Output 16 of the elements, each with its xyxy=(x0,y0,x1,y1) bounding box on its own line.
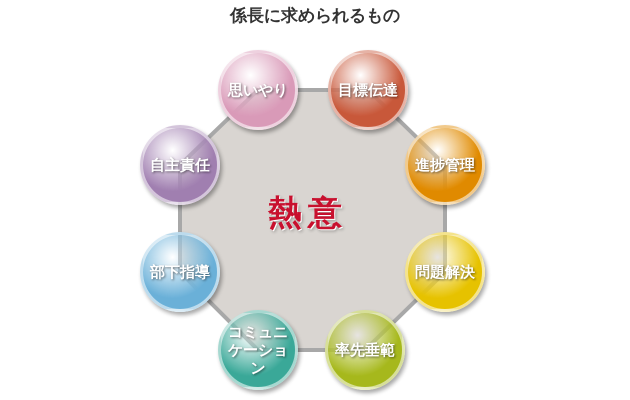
center-label: 熱意 xyxy=(268,192,348,235)
node-label: 思いやり xyxy=(226,81,289,99)
circle-node xyxy=(218,310,298,390)
node-label: 進捗管理 xyxy=(414,156,476,174)
circle-node xyxy=(325,310,405,390)
node-label: 問題解決 xyxy=(414,263,476,281)
node-label: 部下指導 xyxy=(148,263,211,281)
circle-node xyxy=(405,232,485,312)
node-label: 目標伝達 xyxy=(337,81,399,99)
circle-node xyxy=(218,50,298,130)
node-label: 自主責任 xyxy=(149,156,211,174)
circle-node xyxy=(405,125,485,205)
circle-node xyxy=(140,125,220,205)
node-label: コミュニケーション xyxy=(227,323,289,377)
node-label: 率先垂範 xyxy=(334,341,396,359)
title: 係長に求められるもの xyxy=(228,5,401,27)
